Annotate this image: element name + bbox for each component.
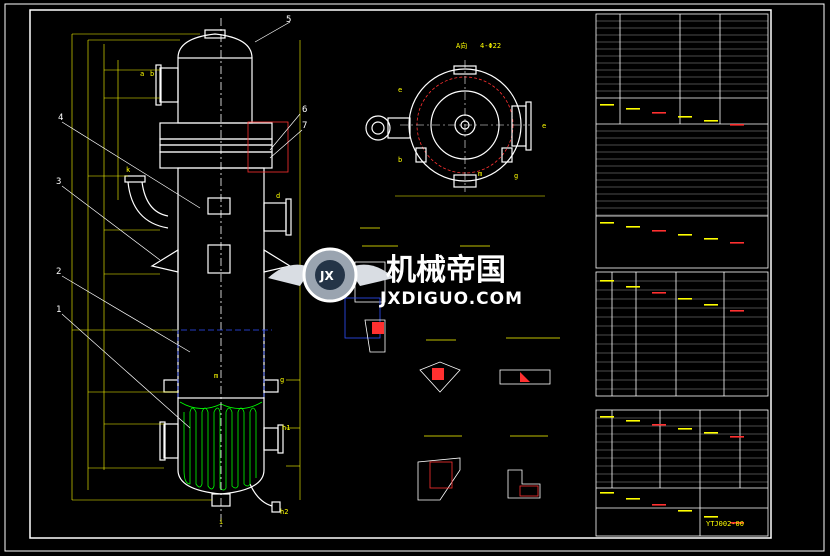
table-text-glyph <box>704 120 718 122</box>
watermark: JX 机械帝国 JXDIGUO.COM <box>268 247 523 309</box>
part-label: 2 <box>56 267 61 277</box>
drawing-number: YTJ002-00 <box>706 520 744 528</box>
table-text-glyph <box>626 420 640 422</box>
nozzle-label: h2 <box>280 508 288 516</box>
table-text-glyph <box>626 286 640 288</box>
detail-views <box>344 227 560 501</box>
watermark-gear-hub-icon <box>315 260 345 290</box>
part-label: 7 <box>302 121 307 131</box>
table-text-glyph <box>600 416 614 418</box>
table-text-glyph <box>730 242 744 244</box>
nozzle-label: e <box>542 122 546 130</box>
technical-table <box>595 13 769 269</box>
center-lines <box>172 18 289 528</box>
table-text-glyph <box>730 124 744 126</box>
nozzle-label: i <box>219 518 223 526</box>
leader-lines <box>61 21 303 429</box>
watermark-logo-text: JX <box>319 269 334 283</box>
table-text-glyph <box>652 424 666 426</box>
nozzle-labels: a b k d m g h1 h2 i <box>126 70 290 526</box>
watermark-title: 机械帝国 <box>386 253 506 288</box>
watermark-wing-icon <box>268 264 312 286</box>
table-text-glyph <box>704 304 718 306</box>
table-text-glyph <box>704 238 718 240</box>
nozzle-table <box>595 271 769 397</box>
table-text-placeholder <box>600 104 744 524</box>
table-text-glyph <box>652 292 666 294</box>
table-text-glyph <box>704 516 718 518</box>
part-label: 5 <box>286 15 291 25</box>
nozzle-label: g <box>514 172 518 180</box>
table-text-glyph <box>600 492 614 494</box>
drawing-outer-border <box>4 3 825 552</box>
table-text-glyph <box>600 104 614 106</box>
drawing-inner-border <box>29 9 772 539</box>
table-text-glyph <box>730 310 744 312</box>
nozzle-label: k <box>126 166 131 174</box>
table-text-glyph <box>678 298 692 300</box>
table-text-glyph <box>600 280 614 282</box>
flange-note: 4-Φ22 <box>480 42 501 50</box>
nozzle-label: a <box>140 70 144 78</box>
table-text-glyph <box>730 522 744 524</box>
table-text-glyph <box>678 234 692 236</box>
table-text-glyph <box>678 428 692 430</box>
nozzle-label: m <box>214 372 218 380</box>
watermark-wing-icon <box>348 264 394 286</box>
part-label: 4 <box>58 113 63 123</box>
parts-list-and-title-block <box>595 409 769 537</box>
plan-view <box>365 60 545 197</box>
table-text-glyph <box>626 226 640 228</box>
nozzle-label: m <box>478 170 482 178</box>
nozzle-label: g <box>280 376 284 384</box>
vessel-elevation-view <box>124 29 292 513</box>
nozzle-label: b <box>398 156 402 164</box>
table-text-glyph <box>626 498 640 500</box>
table-text-glyph <box>652 230 666 232</box>
part-label: 1 <box>56 305 61 315</box>
nozzle-label: h1 <box>282 424 290 432</box>
table-text-glyph <box>704 432 718 434</box>
plan-view-labels: A向 4-Φ22 e e b g m <box>398 41 546 180</box>
table-text-glyph <box>678 116 692 118</box>
part-label: 6 <box>302 105 307 115</box>
table-text-glyph <box>652 504 666 506</box>
nozzle-label: d <box>276 192 280 200</box>
table-text-glyph <box>652 112 666 114</box>
watermark-url: JXDIGUO.COM <box>379 289 523 309</box>
part-label: 3 <box>56 177 61 187</box>
view-label: A向 <box>456 41 467 50</box>
table-row-lines <box>596 20 768 483</box>
nozzle-label: b <box>150 70 154 78</box>
dimension-lines-left <box>71 33 301 501</box>
table-text-glyph <box>730 436 744 438</box>
table-text-glyph <box>600 222 614 224</box>
table-text-glyph <box>626 108 640 110</box>
part-labels: 4 3 2 1 5 6 7 <box>56 15 307 315</box>
table-text-glyph <box>678 510 692 512</box>
nozzle-label: e <box>398 86 402 94</box>
